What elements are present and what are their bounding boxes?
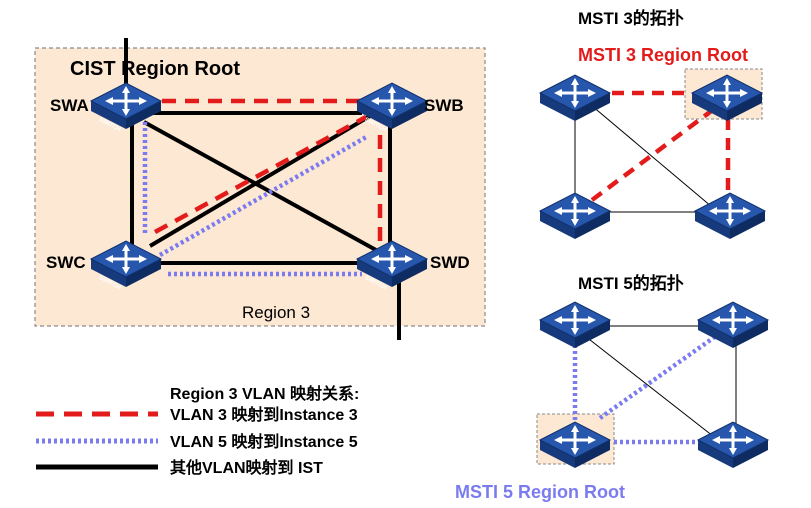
switch-icon xyxy=(693,191,767,241)
msti3-switch-tl xyxy=(538,73,612,123)
switch-icon xyxy=(538,191,612,241)
swa-label: SWA xyxy=(50,96,89,115)
msti3-switch-br xyxy=(693,191,767,241)
msti5-root-label: MSTI 5 Region Root xyxy=(455,482,625,502)
msti5-switch-br xyxy=(696,420,770,470)
msti5-thin-links xyxy=(584,325,737,441)
swc-label: SWC xyxy=(46,253,86,272)
swb-label: SWB xyxy=(424,96,464,115)
msti5-blue-links xyxy=(572,334,718,445)
ist-links xyxy=(130,111,392,265)
switch-icon xyxy=(696,420,770,470)
cist-region-root-label: CIST Region Root xyxy=(70,58,240,80)
msti3-switch-bl xyxy=(538,191,612,241)
swd-label: SWD xyxy=(430,253,470,272)
legend-item-vlan3: VLAN 3 映射到Instance 3 xyxy=(170,405,358,424)
link-swa-swd xyxy=(143,120,377,252)
legend-title: Region 3 VLAN 映射关系: xyxy=(170,384,359,403)
switch-icon xyxy=(538,73,612,123)
msti3-red-links xyxy=(590,90,731,202)
legend-item-ist: 其他VLAN映射到 IST xyxy=(170,458,323,477)
msti3-title: MSTI 3的拓扑 xyxy=(578,8,684,28)
legend-item-vlan5: VLAN 5 映射到Instance 5 xyxy=(170,432,358,451)
region-3-label: Region 3 xyxy=(242,303,310,322)
msti5-switch-tl xyxy=(538,300,612,350)
link-swb-swc xyxy=(148,114,372,248)
vlan3-links xyxy=(153,98,383,245)
msti3-root-label: MSTI 3 Region Root xyxy=(578,45,748,65)
msti5-title: MSTI 5的拓扑 xyxy=(578,273,684,293)
switch-icon xyxy=(538,300,612,350)
vlan5-links xyxy=(142,122,370,277)
